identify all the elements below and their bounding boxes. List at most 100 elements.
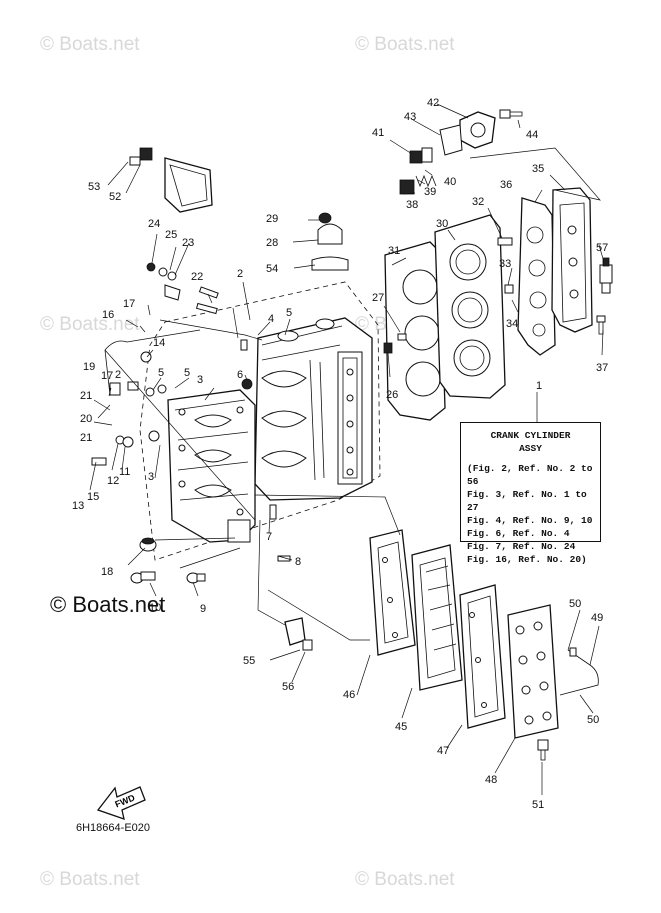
bolt-icon xyxy=(504,284,514,294)
ref-line: Fig. 4, Ref. No. 9, 10 xyxy=(467,515,593,526)
bolt-9 xyxy=(186,572,206,584)
cylinder-head-30 xyxy=(434,214,506,399)
watermark: © Boats.net xyxy=(40,314,140,335)
ref-line: Fig. 7, Ref. No. 24 xyxy=(467,541,576,552)
callout: 18 xyxy=(101,566,113,578)
pin-icon xyxy=(277,555,291,562)
grommet-icon xyxy=(140,351,152,363)
leader-lines xyxy=(89,103,605,795)
crankcase xyxy=(167,389,256,543)
bolt-icon xyxy=(91,457,107,466)
watermark: © Boats.net xyxy=(40,869,140,890)
callout: 4 xyxy=(268,313,274,325)
callout: 15 xyxy=(87,491,99,503)
assembly-title: CRANK CYLINDER xyxy=(490,430,571,441)
callout: 6 xyxy=(237,369,243,381)
grommet-icon xyxy=(146,262,156,272)
callout: 5 xyxy=(184,367,190,379)
callout: 25 xyxy=(165,229,177,241)
hose-icon xyxy=(104,329,201,351)
callout: 54 xyxy=(266,263,278,275)
callout: 7 xyxy=(266,531,272,543)
callout: 27 xyxy=(372,292,384,304)
cover-48 xyxy=(507,604,559,739)
callout: 14 xyxy=(153,337,165,349)
callout: 32 xyxy=(472,196,484,208)
callout: 48 xyxy=(485,774,497,786)
screw-icon xyxy=(129,156,141,166)
ref-line: Fig. 3, Ref. No. 1 to 27 xyxy=(467,489,587,513)
gasket-47 xyxy=(459,584,506,729)
callout: 19 xyxy=(83,361,95,373)
callout: 45 xyxy=(395,721,407,733)
head-cover-35 xyxy=(551,187,593,333)
bolt-icon xyxy=(497,237,513,246)
bolt-icon xyxy=(499,109,523,119)
washer-icon xyxy=(158,267,168,277)
assembly-reference-box: CRANK CYLINDER ASSY (Fig. 2, Ref. No. 2 … xyxy=(460,422,601,565)
callouts: 1 2 2 3 3 4 5 5 5 6 7 8 9 10 11 12 13 14… xyxy=(72,97,608,811)
cylinder-block xyxy=(139,281,381,561)
washer-icon xyxy=(122,436,134,448)
callout: 57 xyxy=(596,242,608,254)
bolt-51 xyxy=(537,739,549,761)
watermark: © Boats.net xyxy=(355,34,455,55)
bolt-icon xyxy=(397,333,407,341)
callout: 40 xyxy=(444,176,456,188)
nut-icon xyxy=(241,378,253,390)
callout: 12 xyxy=(107,475,119,487)
bolt-icon xyxy=(596,315,606,335)
callout: 38 xyxy=(406,199,418,211)
grommet-icon xyxy=(318,212,332,224)
callout: 42 xyxy=(427,97,439,109)
diagram-code: 6H18664-E020 xyxy=(76,822,151,834)
callout: 22 xyxy=(191,271,203,283)
bracket-55 xyxy=(284,617,313,651)
callout: 31 xyxy=(388,245,400,257)
callout: 3 xyxy=(197,374,203,386)
watermark: © Boats.net xyxy=(355,869,455,890)
stud-icon xyxy=(195,302,218,315)
plug-18 xyxy=(139,537,157,552)
callout: 9 xyxy=(200,603,206,615)
clamp-icon xyxy=(317,223,343,245)
callout: 30 xyxy=(436,218,448,230)
callout: 24 xyxy=(148,218,160,230)
callout: 51 xyxy=(532,799,544,811)
callout: 34 xyxy=(506,318,518,330)
callout: 43 xyxy=(404,111,416,123)
bolt-10 xyxy=(130,571,156,584)
clip-icon xyxy=(383,342,393,354)
callout: 28 xyxy=(266,237,278,249)
callout: 21 xyxy=(80,390,92,402)
callout: 1 xyxy=(536,380,542,392)
callout: 13 xyxy=(72,500,84,512)
washer-icon xyxy=(145,387,155,397)
spring-icon xyxy=(399,174,437,195)
head-gasket-36 xyxy=(517,197,556,356)
callout: 8 xyxy=(295,556,301,568)
callout: 53 xyxy=(88,181,100,193)
callout: 35 xyxy=(532,163,544,175)
callout: 17 xyxy=(101,370,113,382)
callout: 36 xyxy=(500,179,512,191)
callout: 26 xyxy=(386,389,398,401)
reed-valve-45 xyxy=(411,544,463,691)
callout: 33 xyxy=(499,258,511,270)
stud-icon xyxy=(198,286,219,299)
callout: 5 xyxy=(286,307,292,319)
callout: 23 xyxy=(182,237,194,249)
callout: 2 xyxy=(237,268,243,280)
fwd-arrow-icon: FWD xyxy=(96,786,146,820)
callout: 17 xyxy=(123,298,135,310)
callout: 44 xyxy=(526,129,538,141)
gasket-43 xyxy=(439,124,463,156)
callout: 50 xyxy=(569,598,581,610)
ref-line: (Fig. 2, Ref. No. 2 to 56 xyxy=(467,463,593,487)
callout: 10 xyxy=(149,602,161,614)
cylinder-head-gasket-31 xyxy=(384,241,446,421)
callout: 20 xyxy=(80,413,92,425)
fitting-icon xyxy=(109,382,121,396)
gasket-46 xyxy=(369,529,416,656)
callout: 16 xyxy=(102,309,114,321)
